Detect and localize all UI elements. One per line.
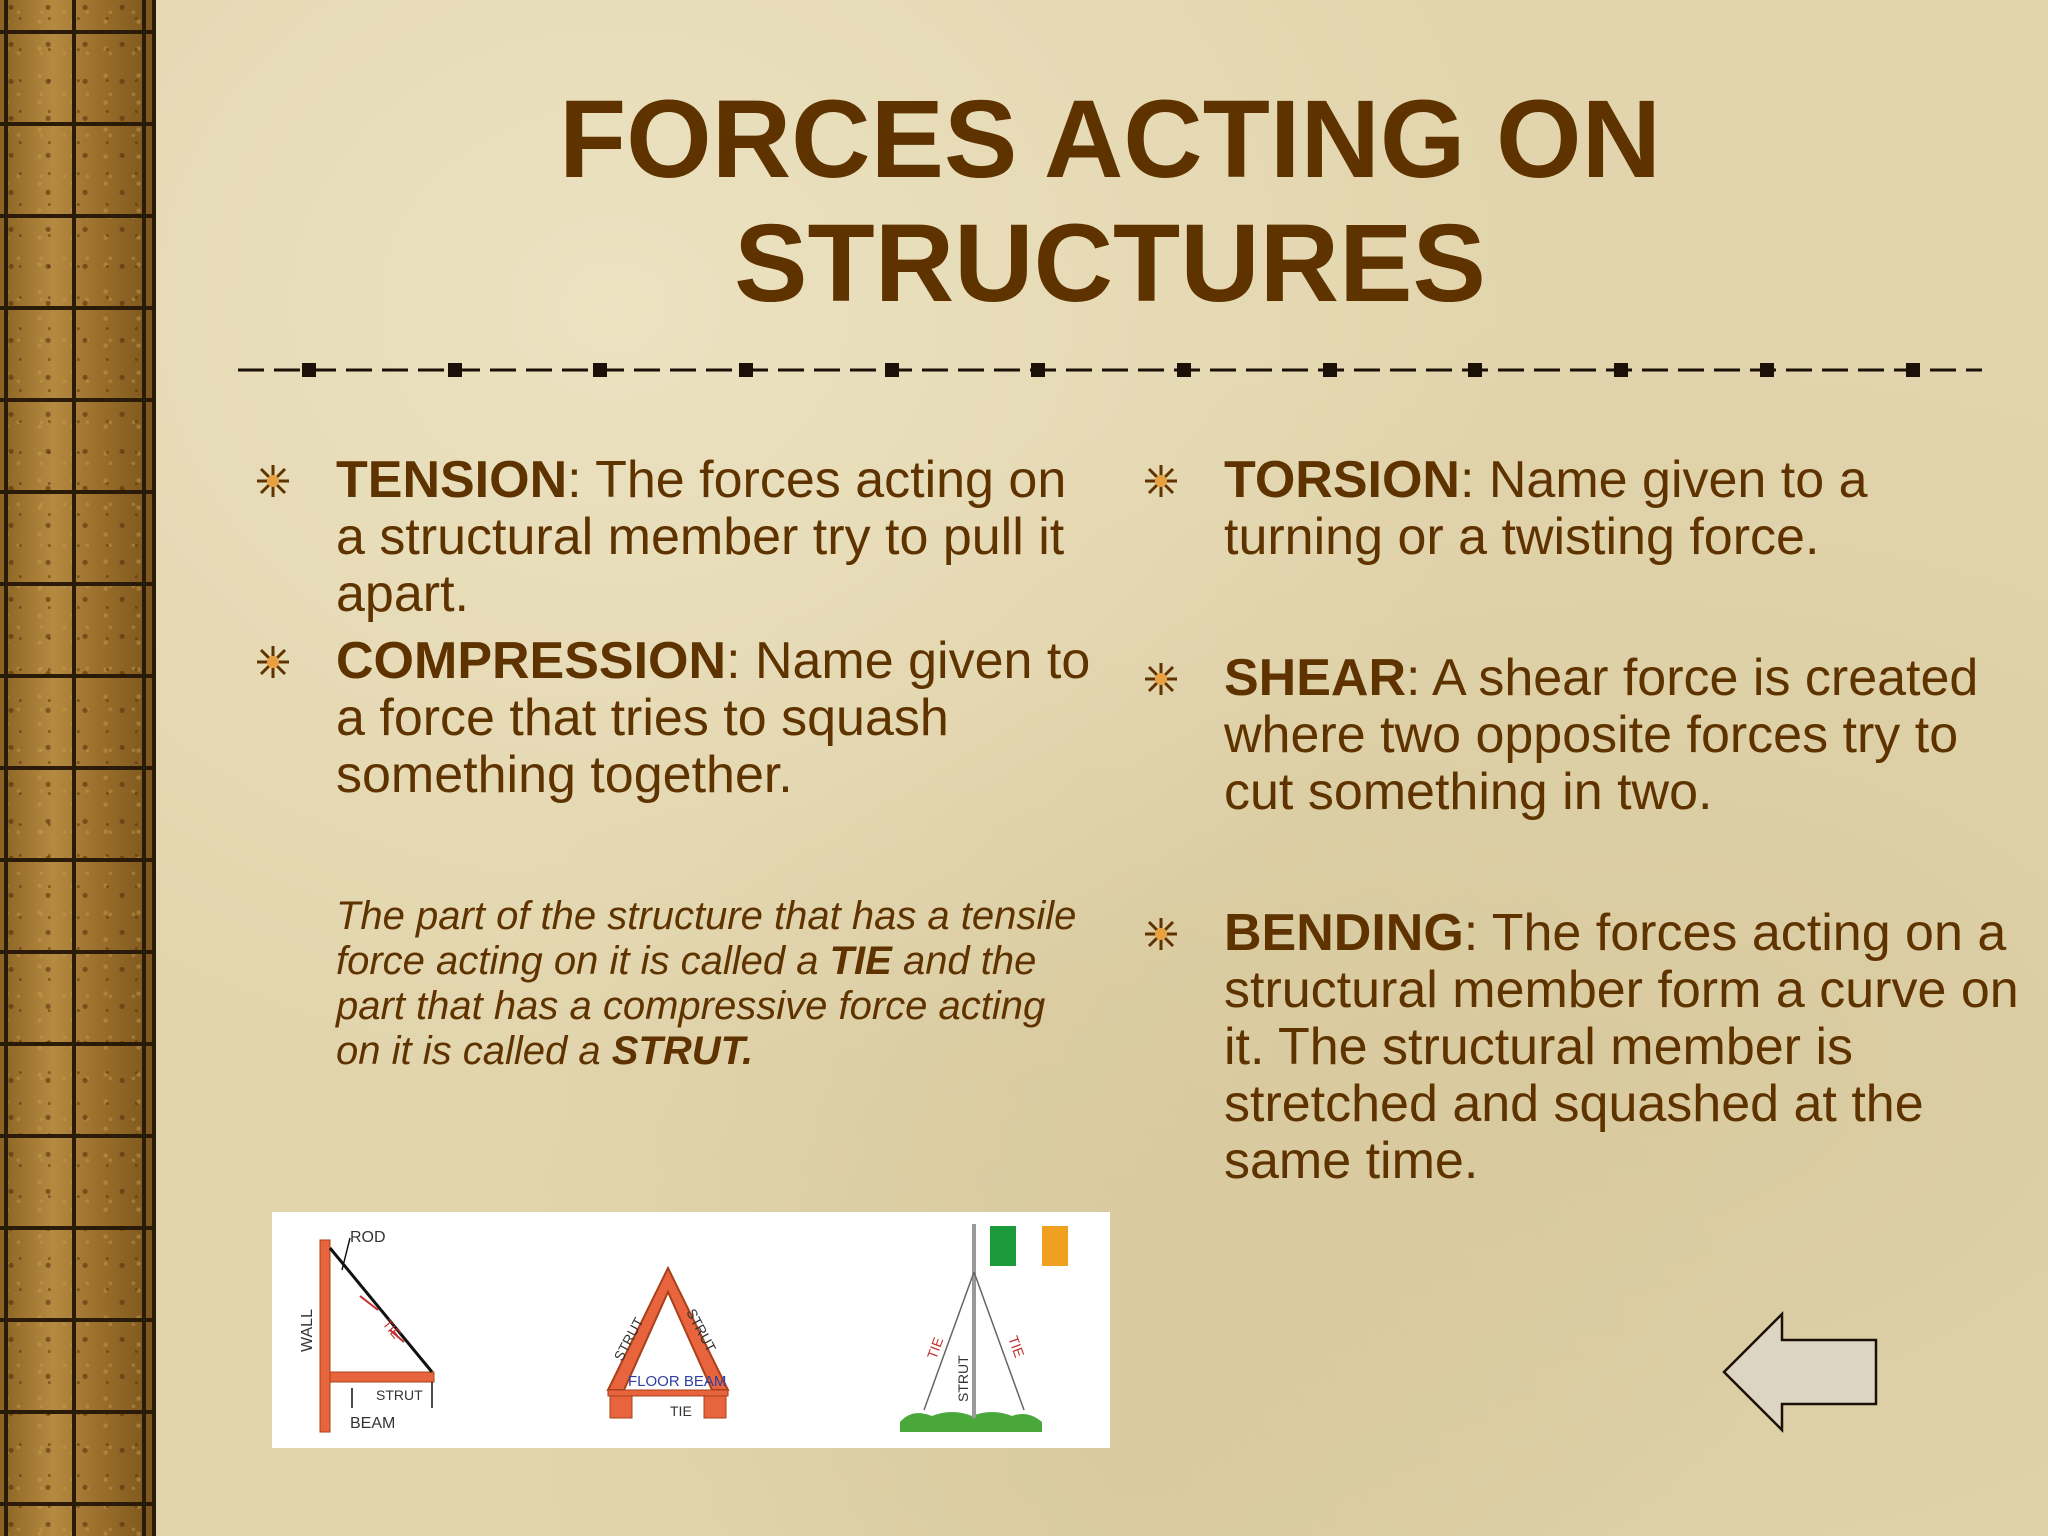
definition-bending: : The forces acting on a structural memb… (1224, 904, 2019, 1190)
star-bullet-icon (1145, 663, 1177, 695)
decorative-side-strip (0, 0, 156, 1536)
bullet-compression: COMPRESSION: Name given to a force that … (256, 633, 1096, 804)
star-bullet-icon (1145, 918, 1177, 950)
title-divider (238, 363, 1982, 377)
wall-bracket-diagram: ROD WALL TIE STRUT BEAM (299, 1229, 435, 1433)
strip-grid-line (0, 674, 152, 678)
term-torsion: TORSION (1224, 451, 1460, 509)
roof-truss-diagram: STRUT STRUT FLOOR BEAM TIE (606, 1265, 730, 1419)
note-strut: STRUT. (611, 1029, 754, 1073)
strip-grid-line (0, 122, 152, 126)
label-wall: WALL (299, 1309, 316, 1352)
label-beam: BEAM (350, 1415, 395, 1432)
flagpole-diagram: TIE TIE STRUT (900, 1224, 1068, 1432)
strip-grid-line (0, 858, 152, 862)
term-tension: TENSION (336, 451, 568, 509)
strip-grid-line (0, 766, 152, 770)
strip-grid-line (0, 30, 152, 34)
strip-grid-line (0, 950, 152, 954)
bullet-torsion: TORSION: Name given to a turning or a tw… (1144, 452, 2024, 566)
structure-diagrams: ROD WALL TIE STRUT BEAM STRUT STRUT FLOO… (272, 1212, 1110, 1448)
strip-grid-line (0, 1134, 152, 1138)
note-part-1: The part of the structure that has a ten… (336, 894, 1077, 983)
star-bullet-icon (257, 646, 289, 678)
strip-grid-line (0, 1502, 152, 1506)
left-arrow-icon[interactable] (1720, 1310, 1880, 1434)
label-truss-tie: TIE (670, 1403, 692, 1419)
strip-grid-line (0, 582, 152, 586)
strip-grid-line (0, 1410, 152, 1414)
strip-grid-line (0, 214, 152, 218)
label-strut: STRUT (376, 1387, 423, 1403)
bullet-tension: TENSION: The forces acting on a structur… (256, 452, 1096, 623)
star-bullet-icon (257, 465, 289, 497)
strip-grid-line (0, 1042, 152, 1046)
strip-grid-line (0, 1318, 152, 1322)
term-shear: SHEAR (1224, 649, 1407, 707)
definition-torsion: : Name given to a turning or a twisting … (1224, 451, 1868, 566)
tie-strut-note: The part of the structure that has a ten… (336, 894, 1096, 1074)
label-floor-beam: FLOOR BEAM (628, 1373, 726, 1390)
note-part-2: and the part that has a compressive forc… (336, 939, 1046, 1073)
strip-grid-line (0, 1226, 152, 1230)
bullet-shear: SHEAR: A shear force is created where tw… (1144, 650, 2024, 821)
label-flag-tie-right: TIE (1005, 1334, 1027, 1360)
term-bending: BENDING (1224, 904, 1464, 962)
right-column: TORSION: Name given to a turning or a tw… (1144, 452, 2024, 1190)
definition-shear: : A shear force is created where two opp… (1224, 649, 1979, 821)
note-tie: TIE (829, 939, 892, 983)
label-flag-strut: STRUT (955, 1355, 971, 1402)
slide-title: FORCES ACTING ON STRUCTURES (420, 78, 1800, 326)
strip-grid-line (0, 306, 152, 310)
slide-title-line-1: FORCES ACTING ON (558, 78, 1662, 201)
term-compression: COMPRESSION (336, 632, 727, 690)
bullet-bending: BENDING: The forces acting on a structur… (1144, 905, 2024, 1190)
structure-diagrams-svg: ROD WALL TIE STRUT BEAM STRUT STRUT FLOO… (299, 1224, 1068, 1433)
definition-tension: : The forces acting on a structural memb… (336, 451, 1067, 623)
strip-grid-line (0, 490, 152, 494)
strip-grid-line (0, 398, 152, 402)
definition-compression: : Name given to a force that tries to sq… (336, 632, 1091, 804)
label-rod: ROD (350, 1229, 386, 1246)
left-column: TENSION: The forces acting on a structur… (256, 452, 1096, 804)
star-bullet-icon (1145, 465, 1177, 497)
slide-title-line-2: STRUCTURES (734, 202, 1486, 325)
label-flag-tie-left: TIE (924, 1335, 946, 1361)
